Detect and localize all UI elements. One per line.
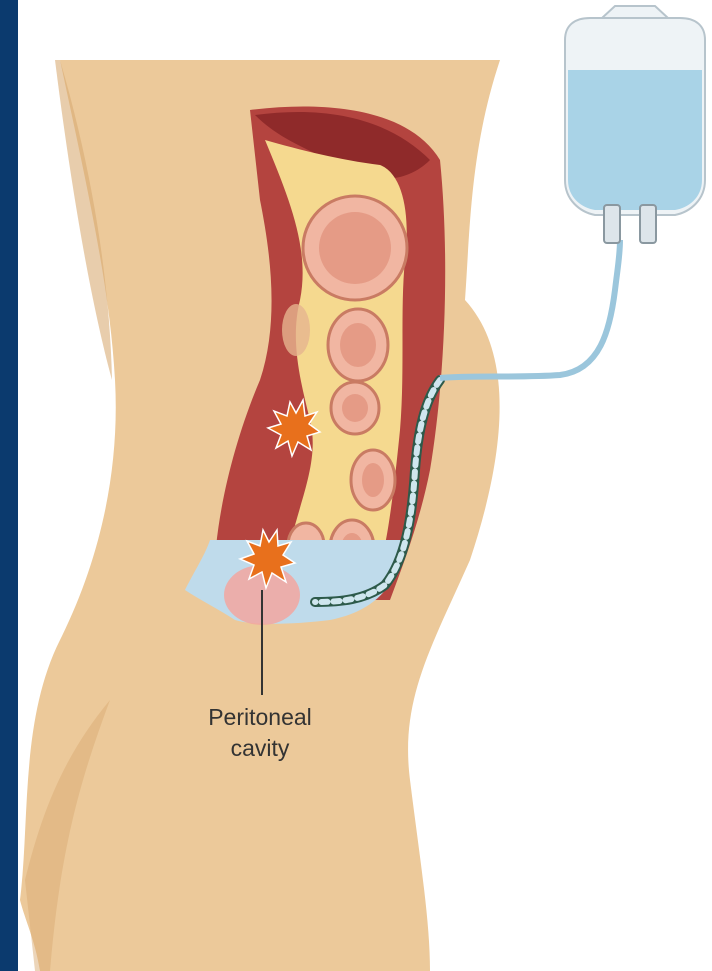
label-cavity: cavity <box>160 733 360 763</box>
label-peritoneal: Peritoneal <box>160 702 360 732</box>
dialysis-bag-icon <box>565 6 705 243</box>
